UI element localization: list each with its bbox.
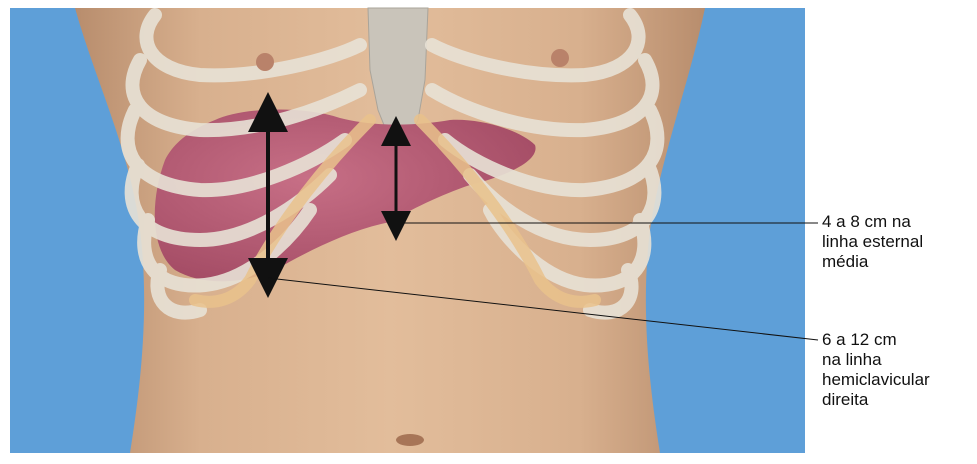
- midclavicular-label: 6 a 12 cm na linha hemiclavicular direit…: [822, 330, 930, 410]
- nipple-right: [256, 53, 274, 71]
- nipple-left: [551, 49, 569, 67]
- navel: [396, 434, 424, 446]
- sternal-midline-label: 4 a 8 cm na linha esternal média: [822, 212, 923, 272]
